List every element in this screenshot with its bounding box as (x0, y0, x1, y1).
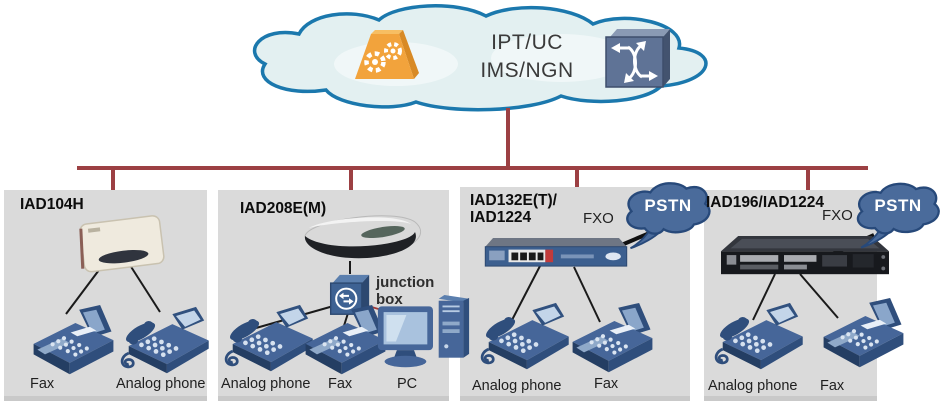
panel-title-iad196: IAD196/IAD1224 (706, 194, 825, 211)
pstn-label: PSTN (874, 196, 922, 215)
analog-phone-label: Analog phone (221, 376, 311, 392)
fxo-label: FXO (583, 210, 614, 227)
fax-icon (565, 302, 660, 378)
analog-phone-label: Analog phone (472, 378, 562, 394)
core-network-cloud (252, 4, 708, 112)
analog-phone-icon (476, 298, 576, 375)
fax-label: Fax (820, 378, 845, 394)
fax-icon (26, 304, 121, 380)
junction-box-label-line1: junction (376, 274, 435, 291)
junction-box-label-line2: box (376, 291, 403, 308)
iad104h-device (68, 212, 173, 276)
pstn-cloud-icon (849, 181, 942, 251)
analog-phone-icon (710, 298, 810, 375)
cloud-label-line2: IMS/NGN (480, 59, 574, 82)
junction-box-label: junction box (376, 274, 434, 308)
panel-title-iad132e-line1: IAD132E(T)/ (470, 192, 557, 209)
fxo-label: FXO (822, 207, 853, 224)
panel-iad196 (704, 190, 877, 401)
pc-icon (376, 293, 471, 373)
panel-title-iad132e: IAD132E(T)/ IAD1224 (470, 192, 557, 226)
fax-label: Fax (594, 376, 619, 392)
fax-icon (816, 296, 911, 374)
cloud-label-line1: IPT/UC (491, 31, 563, 54)
iad208e-device (285, 206, 430, 266)
bus-line (77, 166, 868, 170)
panel-title-iad104h: IAD104H (20, 196, 84, 213)
fax-label: Fax (328, 376, 353, 392)
cloud-uplink-line (506, 108, 510, 169)
panel-title-iad132e-line2: IAD1224 (470, 209, 532, 226)
analog-phone-label: Analog phone (116, 376, 206, 392)
panel-title-iad208e: IAD208E(M) (240, 200, 327, 217)
pc-label: PC (397, 376, 418, 392)
analog-phone-icon (116, 302, 216, 379)
pstn-label: PSTN (644, 196, 692, 215)
analog-phone-label: Analog phone (708, 378, 798, 394)
iad132e-device (482, 238, 630, 269)
pstn-cloud-icon (618, 181, 713, 251)
fax-label: Fax (30, 376, 55, 392)
